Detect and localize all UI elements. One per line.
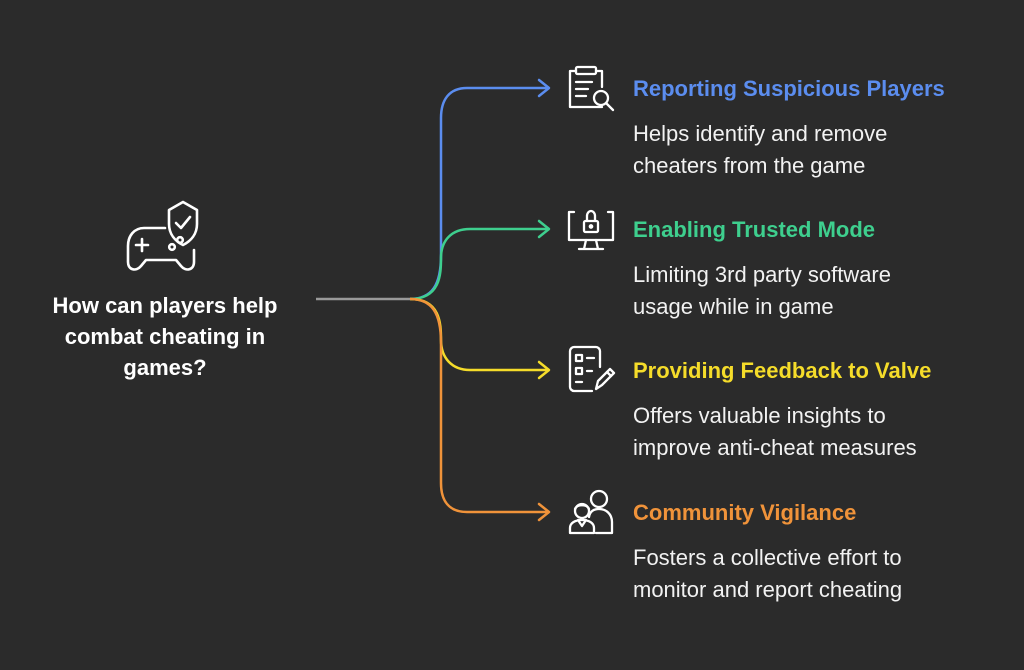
branch-desc-community: Fosters a collective effort to monitor a… (633, 542, 902, 606)
branch-desc-line: Limiting 3rd party software (633, 262, 891, 287)
arrow-reporting (537, 78, 551, 98)
monitor-lock-icon (567, 209, 615, 251)
connector-trusted-mode (409, 227, 548, 301)
connector-feedback (409, 297, 548, 372)
branch-desc-line: Offers valuable insights to (633, 403, 886, 428)
branch-title-trusted-mode: Enabling Trusted Mode (633, 217, 876, 242)
checklist-pencil-icon (568, 345, 616, 393)
clipboard-search-icon (568, 65, 615, 112)
gamepad-shield-icon (126, 200, 199, 271)
root-question: How can players help combat cheating in … (20, 290, 310, 383)
branch-title-community: Community Vigilance (633, 500, 857, 525)
question-line-3: games? (123, 355, 207, 380)
branch-desc-trusted-mode: Limiting 3rd party software usage while … (633, 259, 891, 323)
branch-desc-feedback: Offers valuable insights to improve anti… (633, 400, 917, 464)
people-group-icon (568, 489, 614, 535)
branch-desc-line: Fosters a collective effort to (633, 545, 902, 570)
branch-desc-line: monitor and report cheating (633, 577, 903, 602)
arrow-feedback (537, 360, 551, 380)
branch-desc-line: Helps identify and remove (633, 121, 888, 146)
branch-title-reporting: Reporting Suspicious Players (633, 76, 945, 101)
connector-community (409, 297, 548, 514)
question-line-1: How can players help (52, 293, 278, 318)
branch-desc-reporting: Helps identify and remove cheaters from … (633, 118, 887, 182)
arrow-community (537, 502, 551, 522)
branch-desc-line: cheaters from the game (633, 153, 866, 178)
connector-reporting (409, 86, 548, 301)
arrow-trusted-mode (537, 219, 551, 239)
branch-title-feedback: Providing Feedback to Valve (633, 358, 932, 383)
question-line-2: combat cheating in (64, 324, 266, 349)
branch-desc-line: usage while in game (633, 294, 834, 319)
branch-desc-line: improve anti-cheat measures (633, 435, 917, 460)
